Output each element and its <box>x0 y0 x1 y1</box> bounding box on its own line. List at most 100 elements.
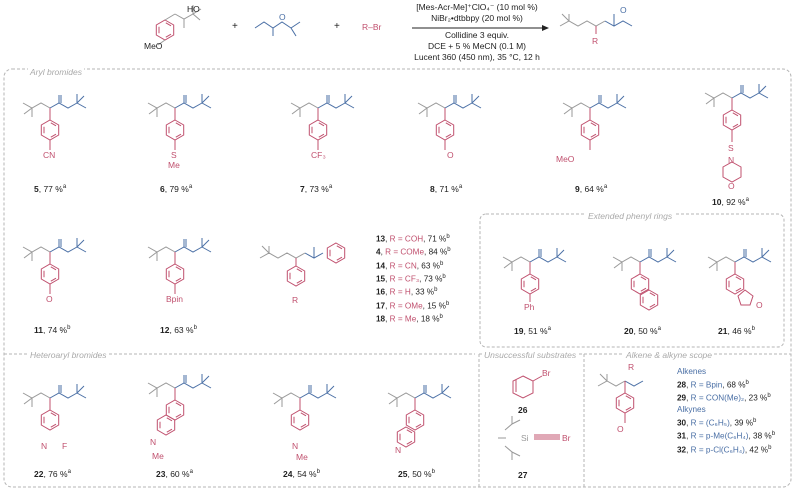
entry-30: 30, R = (C₆H₅), 39 %b <box>677 417 757 428</box>
substituent-pyrimidine-me: Me <box>296 452 308 462</box>
compound-27-structure <box>498 416 560 460</box>
entry-15: 15, R = CF₃, 73 %b <box>376 273 446 284</box>
entry-28: 28, R = Bpin, 68 %b <box>677 379 749 390</box>
compound-21-label: 21, 46 %b <box>718 326 755 336</box>
alkenes-header: Alkenes <box>677 367 707 376</box>
compound-19-structure <box>503 248 566 294</box>
conditions-line3: Collidine 3 equiv. <box>444 30 510 40</box>
entry-17: 17, R = OMe, 15 %b <box>376 300 450 311</box>
substituent-sulfonyl-10: S <box>728 143 734 153</box>
acrylate-oxygen: O <box>279 12 286 22</box>
substituent-morpholine-n: N <box>728 155 735 165</box>
entry-18: 18, R = Me, 18 %b <box>376 313 443 324</box>
entry-31: 31, R = p-Me(C₆H₄), 38 %b <box>677 431 776 441</box>
substituent-f: F <box>62 441 68 451</box>
entry-14: 14, R = CN, 63 %b <box>376 260 444 271</box>
conditions-line2: NiBr₂•dtbbpy (20 mol %) <box>431 13 523 23</box>
entry-16: 16, R = H, 33 %b <box>376 287 438 298</box>
compound-20-label: 20, 50 %a <box>624 326 661 336</box>
compound-9-structure <box>563 94 626 140</box>
section-alkene-alkyne: Alkene & alkyne scope <box>624 350 714 360</box>
substituent-2-me: Me <box>152 451 164 461</box>
substituent-pyridine-n: N <box>41 441 48 451</box>
substituent-acetyl-o: O <box>447 150 454 160</box>
compound-7-label: 7, 73 %a <box>300 184 333 194</box>
acrylate <box>254 21 301 37</box>
substrate-alcohol <box>155 5 202 46</box>
product-r: R <box>592 36 599 46</box>
compound-20-structure <box>613 248 676 294</box>
alkynes-header: Alkynes <box>677 405 706 415</box>
substituent-morpholine-o: O <box>728 181 735 191</box>
alkene-scope-list: Alkenes 28, R = Bpin, 68 %b 29, R = CON(… <box>677 366 775 456</box>
conditions-line5: Lucent 360 (450 nm), 35 °C, 12 h <box>414 52 540 62</box>
compound-25-structure <box>388 384 451 430</box>
substituent-quinoline-n-25: N <box>395 445 402 455</box>
section-aryl-bromides: Aryl bromides <box>28 67 84 77</box>
compound-12-structure <box>148 238 211 284</box>
compound-12-label: 12, 63 %b <box>160 325 197 335</box>
entry-4: 4, R = COMe, 84 %b <box>376 247 451 258</box>
substituent-bpin: Bpin <box>166 294 184 304</box>
compound-23-structure <box>148 374 211 420</box>
substituent-br-26: Br <box>542 368 551 378</box>
compound-6-structure <box>148 94 211 140</box>
compound-10-label: 10, 92 %a <box>712 197 749 207</box>
product-general <box>559 13 633 34</box>
substituent-acetyl-alkene: O <box>617 424 624 434</box>
compound-11-label: 11, 74 %b <box>34 325 71 335</box>
compound-22-structure <box>23 384 86 430</box>
section-unsuccessful: Unsuccessful substrates <box>482 350 579 360</box>
section-extended-phenyl: Extended phenyl rings <box>586 211 675 221</box>
phenyl-ester-structure <box>259 242 346 287</box>
substituent-aldehyde-o: O <box>46 294 53 304</box>
compound-26-label: 26 <box>518 405 528 415</box>
entry-32: 32, R = p-Cl(C₆H₄), 42 %b <box>677 444 772 455</box>
substituent-quinoline-n: N <box>150 437 157 447</box>
compound-8-structure <box>418 94 481 140</box>
compound-10-structure <box>705 84 768 130</box>
compound-9-label: 9, 64 %a <box>575 184 608 194</box>
conditions-line4: DCE + 5 % MeCN (0.1 M) <box>427 41 526 51</box>
section-heteroaryl-bromides: Heteroaryl bromides <box>28 350 109 360</box>
substrate-meo: MeO <box>144 41 163 51</box>
conditions-line1: [Mes-Acr-Me]⁺ClO₄⁻ (10 mol %) <box>416 2 538 12</box>
substituent-cn: CN <box>43 150 56 160</box>
substituent-sulfonyl-me: Me <box>168 160 180 170</box>
compound-24-structure <box>273 384 336 430</box>
compound-26-structure <box>512 375 543 399</box>
compound-5-label: 5, 77 %a <box>34 184 67 194</box>
outer-frame <box>3 68 792 488</box>
compound-19-label: 19, 51 %a <box>514 326 551 336</box>
substituent-si: Si <box>521 433 529 443</box>
substituent-r: R <box>292 295 299 305</box>
compound-22-label: 22, 76 %a <box>34 469 71 479</box>
entry-13: 13, R = COH, 71 %b <box>376 234 450 244</box>
phenyl-ester-list: 13, R = COH, 71 %b 4, R = COMe, 84 %b 14… <box>376 232 451 325</box>
substituent-pyrimidine-n: N <box>292 441 299 451</box>
compound-7-structure <box>291 94 354 140</box>
compound-27-label: 27 <box>518 470 528 480</box>
compound-24-label: 24, 54 %b <box>283 469 320 479</box>
plus-sign-2: + <box>334 21 340 32</box>
alkene-r: R <box>628 362 635 372</box>
compound-6-label: 6, 79 %a <box>160 184 193 194</box>
substituent-sulfonyl: S <box>171 150 177 160</box>
compound-21-structure <box>708 248 771 294</box>
compound-25-label: 25, 50 %b <box>398 469 435 479</box>
plus-sign-1: + <box>232 21 238 32</box>
compound-11-structure <box>23 238 86 284</box>
compound-8-label: 8, 71 %a <box>430 184 463 194</box>
substituent-lactone-o: O <box>756 300 763 310</box>
product-oxygen: O <box>620 5 627 15</box>
compound-5-structure <box>23 94 86 140</box>
entry-29: 29, R = CON(Me)₂, 23 %b <box>677 392 771 403</box>
substituent-ph: Ph <box>524 302 535 312</box>
alkene-scope-structure <box>597 373 644 423</box>
substituent-cf3: CF₃ <box>311 150 326 160</box>
aryl-bromide: R–Br <box>362 22 382 32</box>
substituent-br-27: Br <box>562 433 571 443</box>
substrate-ho: HO <box>187 4 200 14</box>
reaction-arrow <box>412 25 549 31</box>
